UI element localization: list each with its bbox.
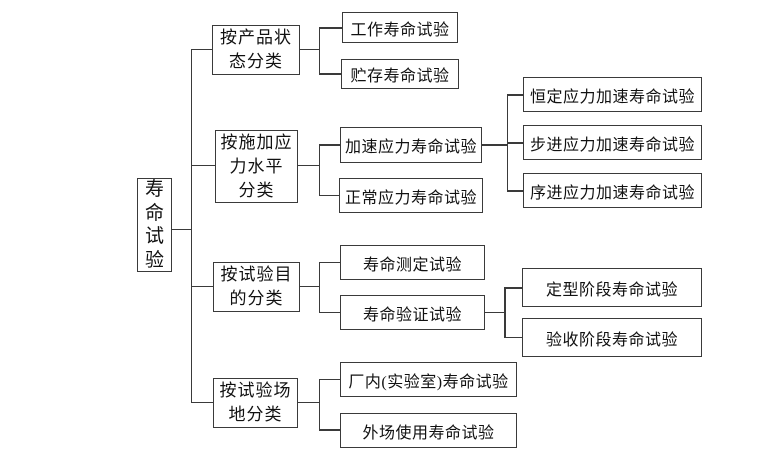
connector-g6-v	[504, 287, 506, 338]
connector-g5-b	[507, 142, 523, 144]
connector-g3-a	[319, 261, 340, 263]
category-test-purpose: 按试验目 的分类	[213, 262, 300, 312]
connector-g5-a	[507, 94, 523, 96]
root-node-life-test: 寿 命 试 验	[137, 178, 172, 272]
node-in-plant-lab-life-test: 厂内(实验室)寿命试验	[340, 362, 517, 397]
connector-branch2-stub	[191, 164, 215, 166]
connector-g3-h	[300, 285, 320, 287]
connector-g3-v	[318, 261, 320, 313]
connector-g2-a	[319, 144, 340, 146]
node-step-stress-accelerated-life-test: 步进应力加速寿命试验	[523, 125, 702, 160]
node-field-use-life-test: 外场使用寿命试验	[340, 413, 517, 448]
connector-g6-h	[485, 311, 505, 313]
connector-g1-h	[300, 48, 320, 50]
connector-branch4-stub	[191, 401, 213, 403]
connector-branch3-stub	[191, 285, 213, 287]
connector-g2-v	[318, 144, 320, 196]
category-product-state: 按产品状 态分类	[212, 25, 300, 75]
connector-g4-v	[318, 378, 320, 431]
node-storage-life-test: 贮存寿命试验	[341, 59, 459, 89]
connector-branch1-stub	[191, 48, 212, 50]
node-constant-stress-accelerated-life-test: 恒定应力加速寿命试验	[523, 77, 702, 112]
node-life-verification-test: 寿命验证试验	[340, 295, 485, 330]
category-applied-stress-level: 按施加应 力水平 分类	[215, 130, 298, 203]
connector-g1-a	[319, 27, 342, 29]
connector-trunk	[190, 48, 192, 403]
node-life-measurement-test: 寿命测定试验	[340, 245, 485, 280]
connector-g2-h	[298, 164, 320, 166]
connector-g4-a	[319, 378, 340, 380]
connector-g6-b	[504, 336, 522, 338]
node-accelerated-stress-life-test: 加速应力寿命试验	[340, 127, 482, 163]
node-acceptance-stage-life-test: 验收阶段寿命试验	[522, 318, 702, 357]
connector-g5-h	[482, 144, 507, 146]
connector-g4-b	[319, 429, 340, 431]
node-progressive-stress-accelerated-life-test: 序进应力加速寿命试验	[523, 173, 702, 208]
connector-g6-a	[504, 287, 522, 289]
node-normal-stress-life-test: 正常应力寿命试验	[339, 178, 483, 213]
category-test-site: 按试验场 地分类	[213, 378, 298, 428]
connector-g3-b	[319, 311, 340, 313]
connector-g1-b	[319, 73, 341, 75]
connector-root-stub	[172, 228, 191, 230]
connector-g2-b	[319, 194, 339, 196]
connector-g4-h	[298, 401, 320, 403]
connector-g1-v	[318, 27, 320, 74]
node-qualification-stage-life-test: 定型阶段寿命试验	[522, 268, 702, 307]
connector-g5-c	[507, 190, 523, 192]
node-working-life-test: 工作寿命试验	[342, 12, 458, 43]
